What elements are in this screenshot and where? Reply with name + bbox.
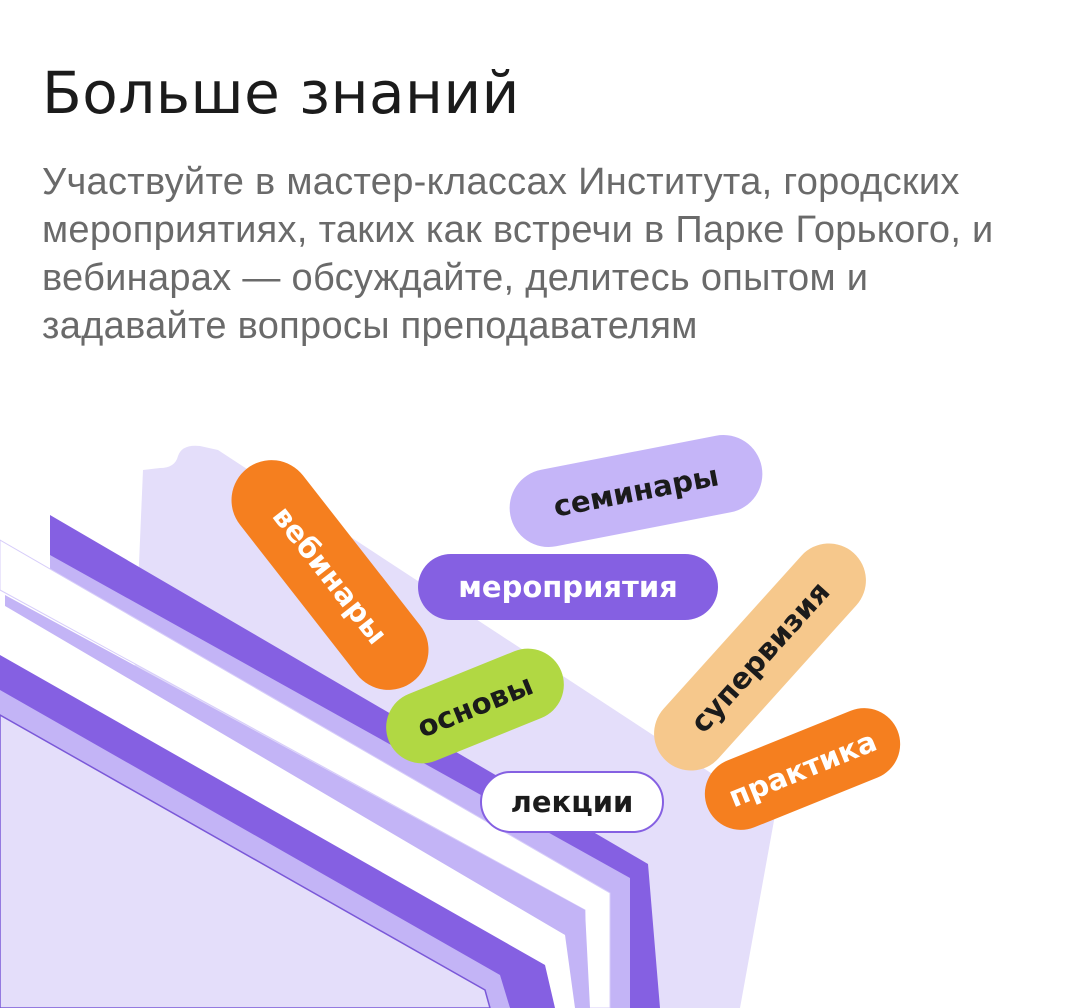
folder-stripe-dark bbox=[0, 655, 555, 1008]
tag-label: лекции bbox=[510, 785, 634, 819]
folder-stripe-dark bbox=[50, 515, 660, 1008]
page-title: Больше знаний bbox=[42, 59, 520, 127]
page-subtitle: Участвуйте в мастер-классах Института, г… bbox=[42, 161, 994, 347]
tag-label: семинары bbox=[550, 458, 722, 524]
tag-events: мероприятия bbox=[418, 554, 718, 620]
tag-label: мероприятия bbox=[458, 570, 678, 604]
folder-stripe-light bbox=[0, 690, 510, 1008]
folder-paper bbox=[0, 539, 611, 1008]
folder-paper bbox=[0, 603, 575, 1008]
folder-front bbox=[0, 714, 491, 1008]
tag-lectures: лекции bbox=[480, 771, 664, 833]
